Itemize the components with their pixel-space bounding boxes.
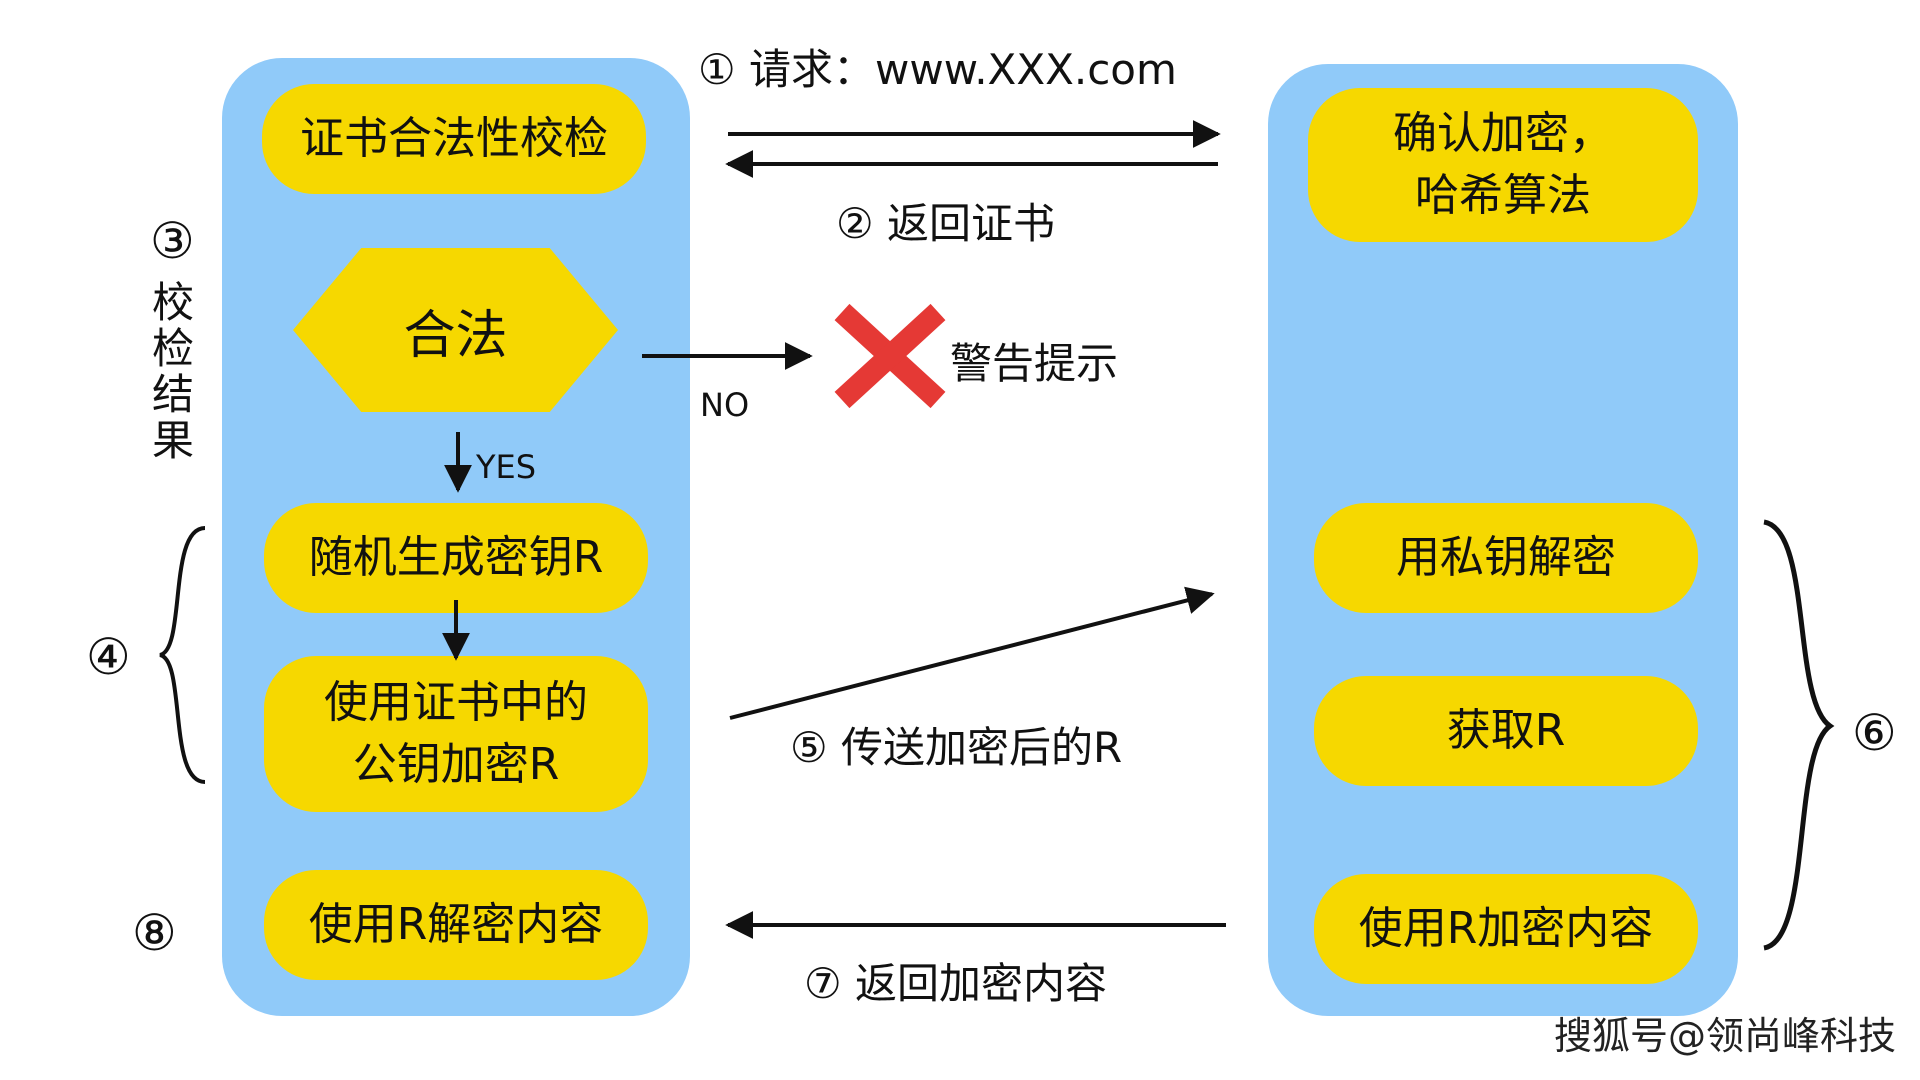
confirm-encryption-node: 确认加密， 哈希算法 bbox=[1308, 88, 1698, 242]
generate-key-node: 随机生成密钥R bbox=[264, 503, 648, 613]
no-label: NO bbox=[700, 386, 750, 424]
left-brace bbox=[159, 526, 206, 784]
step-7-label: ⑦ 返回加密内容 bbox=[804, 959, 1108, 1008]
get-r-node: 获取R bbox=[1314, 676, 1698, 786]
step-4-label: ④ bbox=[86, 628, 131, 686]
yes-label: YES bbox=[476, 448, 537, 486]
step-3-number: ③ bbox=[150, 212, 195, 270]
encrypt-key-node: 使用证书中的 公钥加密R bbox=[264, 656, 648, 812]
send-r-arrow bbox=[729, 586, 1215, 720]
step-5-label: ⑤ 传送加密后的R bbox=[790, 723, 1123, 772]
warning-label: 警告提示 bbox=[950, 339, 1119, 388]
verify-cert-node: 证书合法性校检 bbox=[262, 84, 646, 194]
step-1-label: ① 请求：www.XXX.com bbox=[698, 45, 1177, 94]
step-8-label: ⑧ bbox=[132, 904, 177, 962]
decrypt-content-node: 使用R解密内容 bbox=[264, 870, 648, 980]
step-3-label: 校检结果 bbox=[151, 278, 194, 465]
watermark: 搜狐号@领尚峰科技 bbox=[1553, 1014, 1896, 1058]
encrypt-content-node: 使用R加密内容 bbox=[1314, 874, 1698, 984]
step-2-label: ② 返回证书 bbox=[836, 199, 1056, 248]
step-6-label: ⑥ bbox=[1852, 704, 1897, 762]
legal-decision-node: 合法 bbox=[293, 248, 618, 412]
private-decrypt-node: 用私钥解密 bbox=[1314, 503, 1698, 613]
cross-icon bbox=[834, 303, 946, 409]
right-brace bbox=[1763, 519, 1835, 951]
